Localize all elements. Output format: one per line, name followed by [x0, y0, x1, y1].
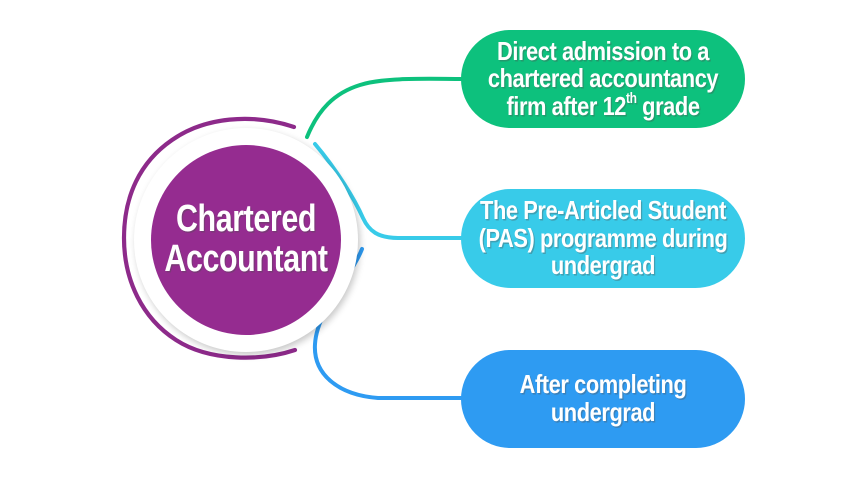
branch-bottom-label: After completing undergrad — [484, 371, 723, 426]
branch-top-label: Direct admission to a chartered accounta… — [484, 35, 723, 121]
center-node-title-line2: Accountant — [164, 238, 328, 280]
branch-top-line1: Direct admission to a — [496, 35, 710, 66]
branch-top-line2: chartered accountancy — [487, 63, 719, 94]
branch-bottom-line2: undergrad — [550, 397, 656, 427]
center-node-title-line1: Chartered — [176, 198, 316, 241]
connector-middle-branch — [313, 142, 464, 240]
connector-top-branch — [305, 76, 464, 139]
branch-node-pas-programme: The Pre-Articled Student (PAS) programme… — [461, 189, 745, 288]
branch-top-line3-prefix: firm after 12 — [506, 90, 627, 121]
branch-node-after-undergrad: After completing undergrad — [461, 350, 745, 448]
branch-middle-line1: The Pre-Articled Student — [480, 195, 726, 226]
branch-middle-line3: undergrad — [550, 250, 656, 281]
center-node: Chartered Accountant — [151, 145, 341, 335]
branch-node-direct-admission: Direct admission to a chartered accounta… — [461, 30, 745, 128]
branch-top-line3-suffix: grade — [636, 90, 700, 121]
branch-top-line3: firm after 12th grade — [506, 90, 700, 121]
branch-middle-label: The Pre-Articled Student (PAS) programme… — [479, 197, 728, 281]
center-node-ring — [121, 116, 298, 360]
branch-top-line3-superscript: th — [626, 90, 637, 107]
center-node-title: Chartered Accountant — [164, 198, 328, 280]
branch-bottom-line1: After completing — [519, 369, 687, 400]
branch-middle-line2: (PAS) programme during — [478, 222, 728, 253]
